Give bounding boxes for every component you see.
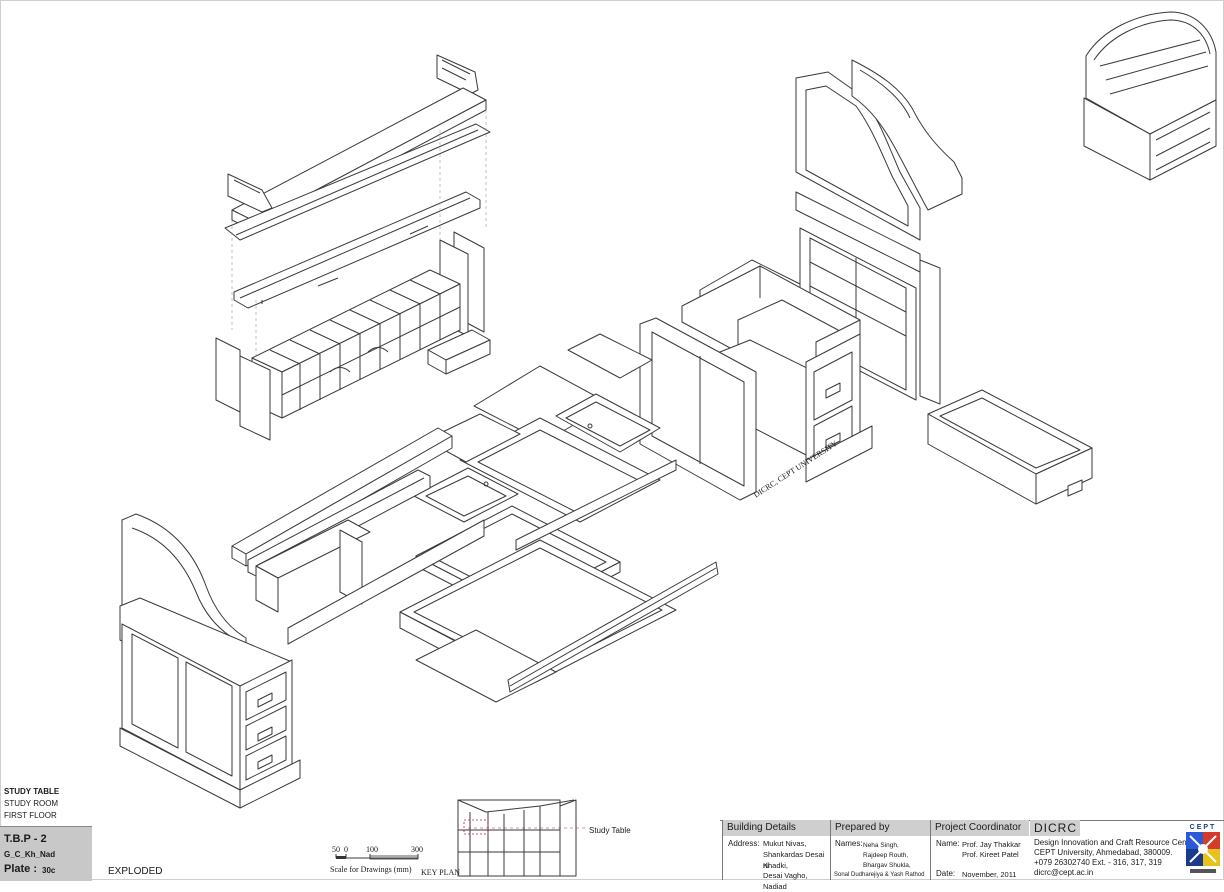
name-line-3: Bhargav Shukla, bbox=[863, 862, 911, 869]
assembled-thumbnail bbox=[1083, 11, 1217, 181]
sheet-title: STUDY TABLE bbox=[4, 787, 60, 796]
hutch-front-rail bbox=[233, 191, 481, 309]
address-line-2: Shankardas Desai ni bbox=[763, 850, 825, 870]
plate-box: T.B.P - 2 G_C_Kh_Nad Plate : 30c bbox=[0, 826, 92, 881]
coordinator-line-1: Prof. Jay Thakkar bbox=[962, 840, 1021, 849]
left-pedestal bbox=[119, 513, 301, 809]
scale-tick-3: 300 bbox=[411, 845, 423, 854]
address-label: Address: bbox=[728, 839, 760, 848]
plate-code: T.B.P - 2 bbox=[4, 833, 47, 845]
address-line-4: Desai Vagho, Nadiad bbox=[763, 871, 808, 891]
front-rail-base bbox=[287, 519, 485, 645]
building-details-block: Building Details Address: Mukut Nivas, S… bbox=[722, 820, 831, 891]
drawer-runner bbox=[507, 561, 719, 693]
address-line-1: Mukut Nivas, bbox=[763, 839, 807, 848]
address-line-3: Khadki, bbox=[763, 861, 789, 870]
cept-logo-text: CEPT bbox=[1190, 824, 1217, 831]
names-label: Names: bbox=[835, 839, 863, 848]
prepared-by-header: Prepared by bbox=[831, 820, 931, 836]
org-header: DICRC bbox=[1030, 820, 1080, 836]
org-details: Design Innovation and Craft Resource Cen… bbox=[1034, 838, 1198, 878]
prepared-by-block: Prepared by Names: Neha Singh, Rajdeep R… bbox=[830, 820, 931, 880]
org-line-2: CEPT University, Ahmedabad, 380009. bbox=[1034, 848, 1173, 857]
plate-label: Plate : bbox=[4, 863, 38, 875]
cept-logo-icon: CEPT bbox=[1186, 824, 1220, 873]
date-value: November, 2011 bbox=[962, 870, 1017, 879]
name-line-2: Rajdeep Routh, bbox=[863, 852, 909, 859]
loose-drawer-right bbox=[927, 389, 1093, 505]
hutch-side-rail bbox=[227, 173, 273, 213]
hutch-small-drawer bbox=[427, 329, 491, 375]
scale-tick-2: 100 bbox=[366, 845, 378, 854]
writing-frame-small bbox=[413, 467, 519, 523]
date-label: Date: bbox=[936, 869, 956, 878]
org-line-3: +079 26302740 Ext. - 316, 317, 319 bbox=[1034, 858, 1162, 867]
right-pedestal-side-panel bbox=[639, 317, 757, 501]
scale-caption: Scale for Drawings (mm) bbox=[330, 865, 412, 874]
leg-frame-left bbox=[255, 300, 363, 613]
org-line-1: Design Innovation and Craft Resource Cen… bbox=[1034, 838, 1199, 847]
hutch-left-side-panel bbox=[215, 337, 271, 441]
building-details-header: Building Details bbox=[723, 820, 831, 836]
hutch-top-rail bbox=[436, 54, 479, 95]
tambour-lower-frame bbox=[795, 191, 941, 405]
scale-tick-1: 0 bbox=[344, 845, 348, 854]
coordinator-name-label: Name: bbox=[936, 839, 960, 848]
right-pedestal-base bbox=[805, 425, 873, 483]
plate-number: 30c bbox=[42, 866, 56, 875]
scale-bar-graphic bbox=[335, 854, 419, 860]
hutch-pigeonholes bbox=[251, 269, 461, 419]
name-line-1: Neha Singh, bbox=[863, 842, 899, 849]
project-coordinator-header: Project Coordinator bbox=[931, 820, 1029, 836]
key-plan-label: KEY PLAN bbox=[421, 868, 461, 877]
hutch-shelf-board bbox=[224, 123, 491, 241]
file-code: G_C_Kh_Nad bbox=[4, 850, 56, 859]
project-coordinator-block: Project Coordinator Name: Prof. Jay Thak… bbox=[930, 820, 1029, 880]
scale-tick-0: 50 bbox=[332, 845, 340, 854]
name-line-4: Sonal Dudharejiya & Yash Rathod bbox=[834, 872, 925, 878]
writing-frame-upper bbox=[555, 393, 661, 453]
key-plan-sketch bbox=[457, 799, 588, 877]
coordinator-line-2: Prof. Kireet Patel bbox=[962, 850, 1019, 859]
scale-bar: 50 0 100 300 Scale for Drawings (mm) bbox=[330, 843, 430, 879]
sheet-room: STUDY ROOM bbox=[4, 799, 59, 808]
view-name: EXPLODED bbox=[108, 866, 163, 877]
org-line-4: dicrc@cept.ac.in bbox=[1034, 868, 1094, 877]
tambour-back-panel bbox=[851, 59, 963, 211]
sheet-floor: FIRST FLOOR bbox=[4, 811, 57, 820]
key-plan-callout: Study Table bbox=[589, 826, 631, 835]
